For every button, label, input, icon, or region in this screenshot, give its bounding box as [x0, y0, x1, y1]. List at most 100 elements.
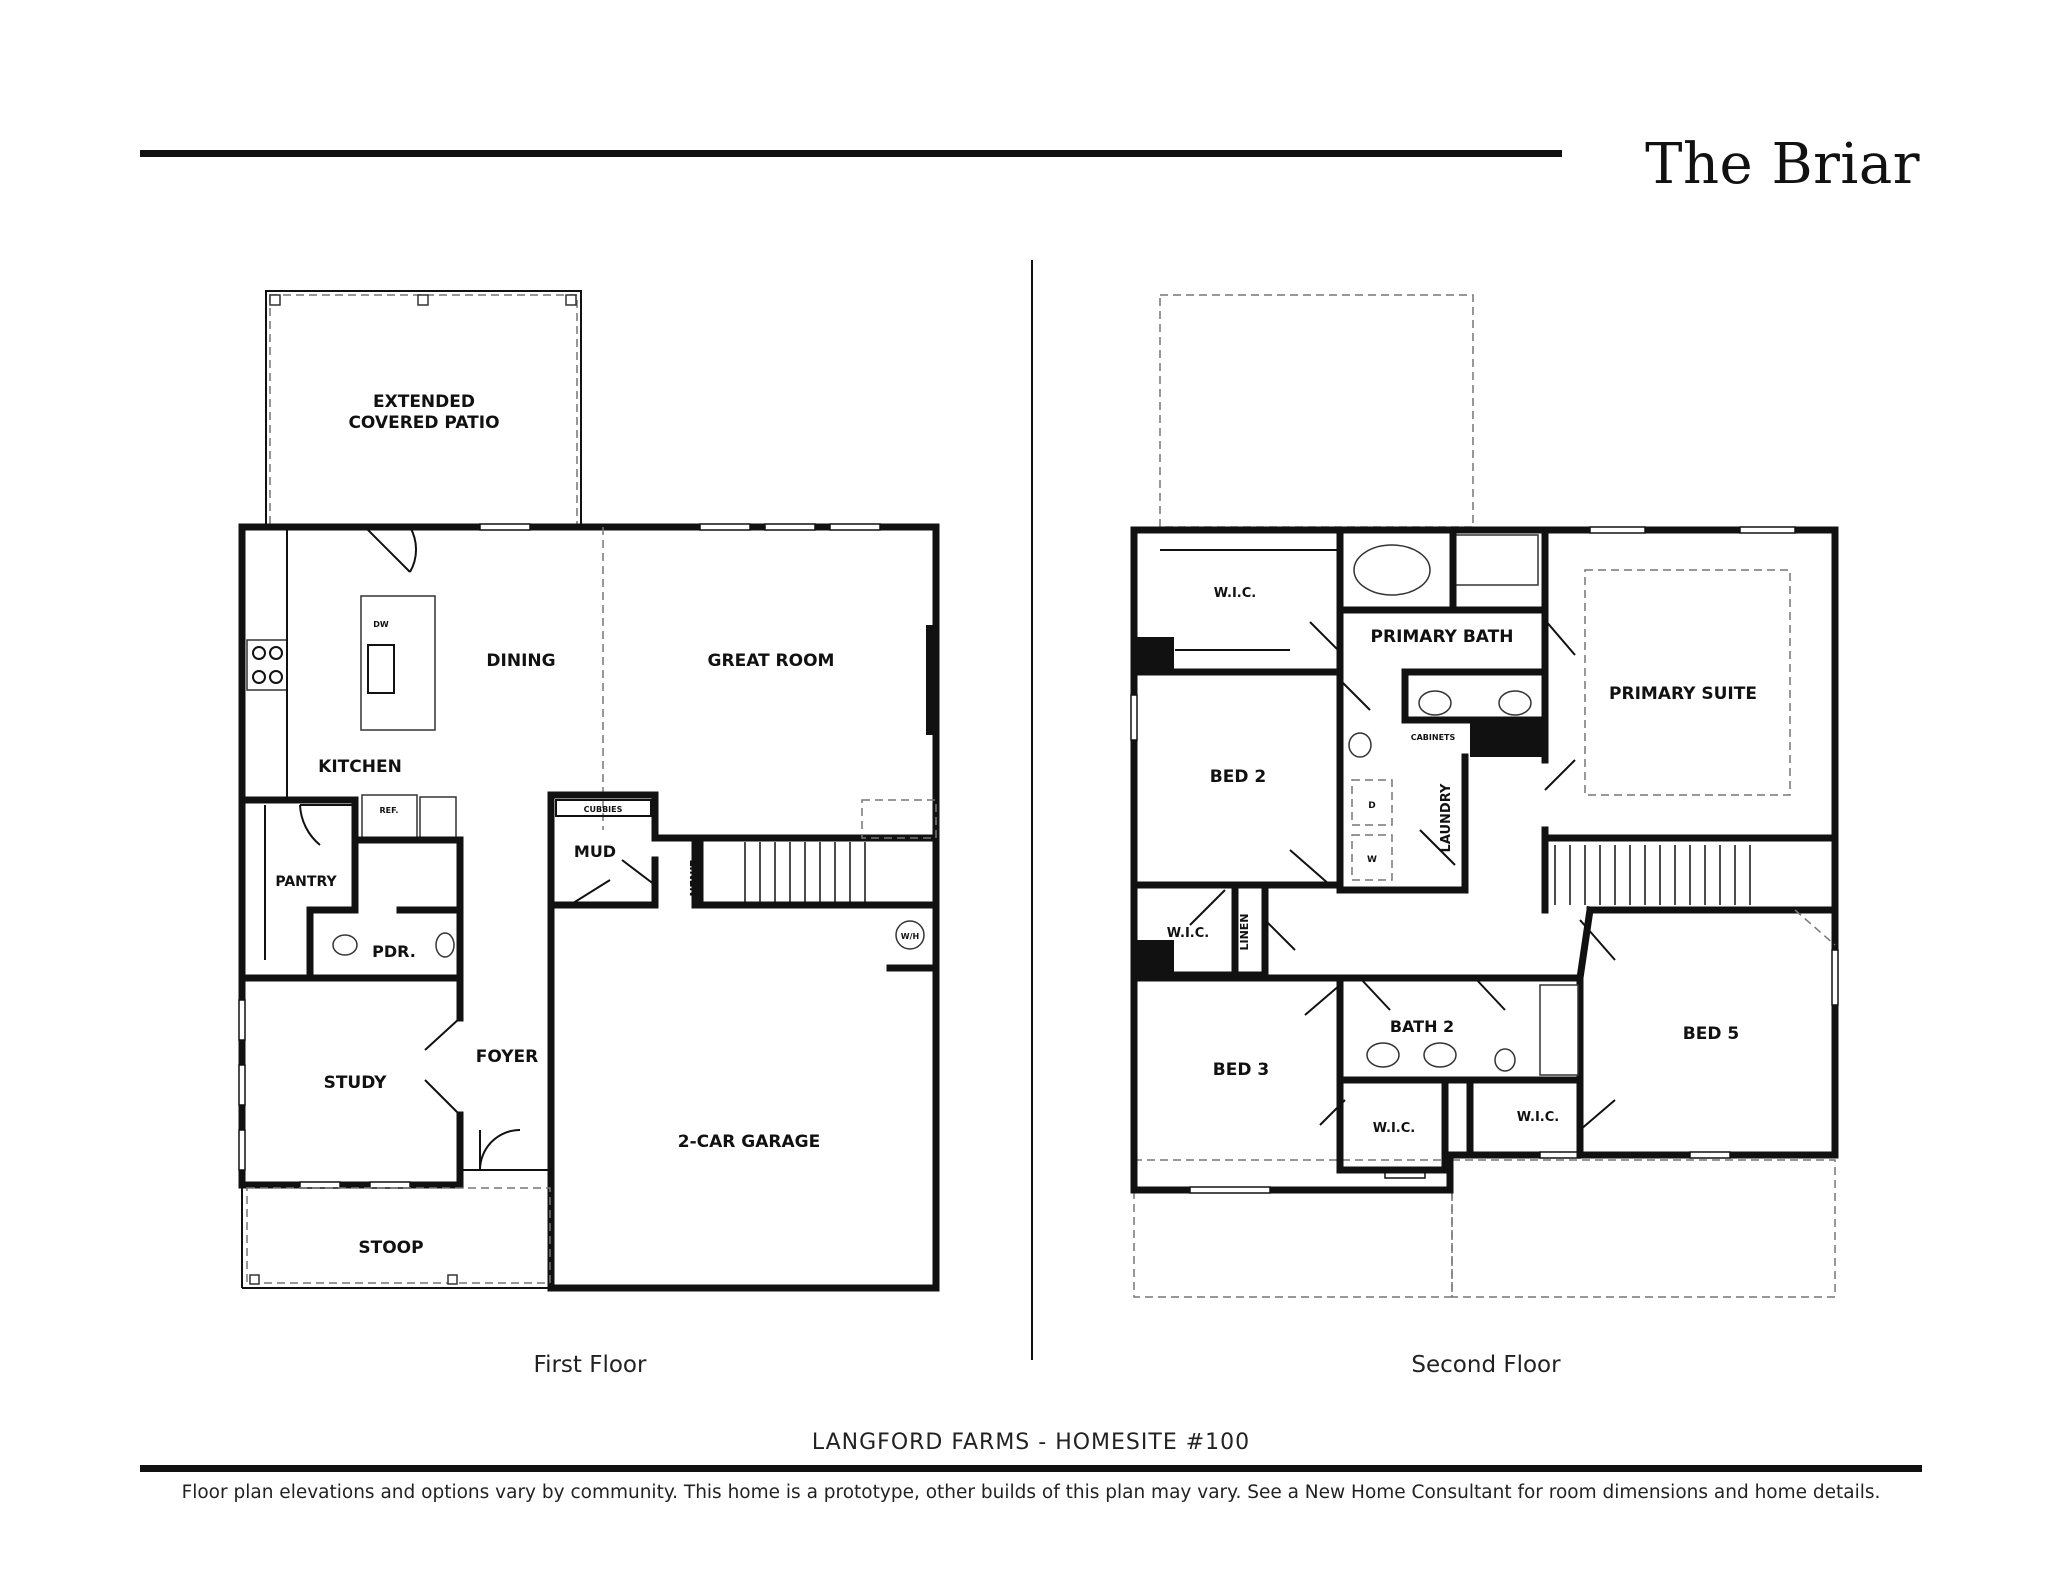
cabinet — [419, 796, 457, 841]
bed2-door — [1289, 849, 1331, 886]
bathtub — [1539, 984, 1579, 1076]
bay — [1794, 909, 1836, 946]
header-rule — [140, 150, 1562, 157]
patio-post — [269, 294, 281, 306]
second-floor-exterior-wall — [1130, 526, 1839, 1194]
second-floor-stair — [1554, 845, 1751, 905]
roof-outline — [1133, 1159, 1453, 1298]
second-floor-plan: CABINETS D W — [1130, 294, 1839, 1298]
stoop-outline — [246, 1187, 551, 1284]
room-label-great-room: GREAT ROOM — [708, 651, 835, 671]
dishwasher-label: DW — [373, 620, 389, 629]
toilet — [1348, 732, 1372, 758]
toilet — [332, 934, 358, 956]
room-label-bath2: BATH 2 — [1390, 1017, 1454, 1036]
room-label-dining: DINING — [486, 651, 555, 671]
first-floor-stair — [744, 842, 866, 903]
room-label-bed5-wic: W.I.C. — [1517, 1110, 1559, 1125]
floor-divider — [1031, 260, 1033, 1360]
room-label-bed3-wic: W.I.C. — [1373, 1121, 1415, 1136]
first-floor-caption: First Floor — [533, 1352, 647, 1378]
room-label-foyer: FOYER — [476, 1047, 538, 1067]
study-french-doors — [424, 1017, 461, 1116]
primary-suite-wall — [1541, 616, 1839, 842]
wall — [351, 836, 464, 914]
sink — [1418, 690, 1452, 716]
bed5-wall — [1576, 906, 1594, 1159]
pantry-door — [299, 804, 355, 846]
first-floor-plan: DW REF. CUBBIES — [238, 290, 940, 1292]
bathtub — [1353, 544, 1431, 596]
bath2-door — [1359, 977, 1506, 1011]
room-label-bed2: BED 2 — [1210, 767, 1266, 787]
kitchen-sink — [367, 644, 395, 694]
room-label-kitchen: KITCHEN — [318, 757, 402, 777]
wic-wall — [1336, 1076, 1449, 1174]
wic-door — [1309, 621, 1341, 653]
patio-post — [565, 294, 577, 306]
room-label-powder: PDR. — [372, 942, 416, 961]
powder-sink — [435, 932, 455, 958]
study-wall — [238, 974, 464, 1022]
room-label-garage: 2-CAR GARAGE — [678, 1132, 820, 1152]
bed5-door — [1579, 919, 1616, 961]
bath2-wall — [1336, 974, 1584, 1084]
toilet — [1494, 1048, 1516, 1072]
refrigerator — [361, 794, 418, 841]
dryer — [1351, 779, 1393, 826]
water-heater — [895, 920, 925, 950]
water-heater-label: W/H — [901, 932, 919, 941]
primary-bath-wall — [1336, 526, 1549, 676]
room-label-mud: MUD — [574, 842, 616, 861]
footer-rule — [140, 1465, 1922, 1472]
kitchen-island — [360, 595, 436, 731]
cabinets-label: CABINETS — [1411, 733, 1456, 742]
second-floor-caption: Second Floor — [1411, 1352, 1561, 1378]
sink — [1498, 690, 1532, 716]
stair-wall — [1541, 834, 1839, 914]
shower — [1452, 534, 1539, 586]
room-label-study: STUDY — [324, 1073, 388, 1093]
washer — [1351, 834, 1393, 881]
room-label-bed2-wic: W.I.C. — [1167, 926, 1209, 941]
room-label-primary-suite: PRIMARY SUITE — [1609, 684, 1757, 704]
room-label-linen: LINEN — [1238, 913, 1251, 950]
bath-door — [1339, 619, 1576, 711]
bed3-door — [1304, 984, 1341, 1016]
cabinets-block — [1470, 722, 1545, 757]
window — [829, 523, 881, 531]
patio-roof-outline — [1159, 294, 1474, 528]
plan-title: The Briar — [1645, 132, 1920, 197]
refrigerator-label: REF. — [380, 806, 399, 815]
community-homesite: LANGFORD FARMS - HOMESITE #100 — [811, 1430, 1251, 1455]
room-label-patio: COVERED PATIO — [348, 413, 499, 433]
mud-room-wall — [547, 791, 659, 909]
front-door — [479, 1129, 521, 1171]
room-label-pantry: PANTRY — [275, 874, 337, 890]
room-label-stoop: STOOP — [358, 1238, 423, 1258]
tray-ceiling — [1584, 569, 1791, 796]
room-label-patio: EXTENDED — [373, 392, 475, 412]
suite-door — [1544, 759, 1576, 791]
laundry-door — [1419, 829, 1456, 866]
cubbies-label: CUBBIES — [584, 805, 623, 814]
stair-landing — [861, 799, 937, 839]
wic-wall — [1466, 1076, 1584, 1159]
patio-post — [417, 294, 429, 306]
closet-door — [1319, 1099, 1616, 1131]
mud-door — [569, 859, 656, 906]
disclaimer: Floor plan elevations and options vary b… — [181, 1482, 1881, 1503]
closet-door — [1189, 889, 1296, 951]
fireplace — [926, 625, 936, 735]
cubbies — [555, 799, 652, 817]
room-label-bed5: BED 5 — [1683, 1024, 1739, 1044]
room-label-linen: LINEN — [687, 859, 700, 896]
roof-outline — [1451, 1159, 1836, 1298]
room-label-laundry: LAUNDRY — [1439, 783, 1454, 852]
window — [479, 523, 531, 531]
stair-wall — [696, 834, 940, 909]
pantry-wall — [306, 796, 359, 914]
room-label-primary-bath: PRIMARY BATH — [1371, 627, 1514, 647]
room-label-primary-wic: W.I.C. — [1214, 586, 1256, 601]
